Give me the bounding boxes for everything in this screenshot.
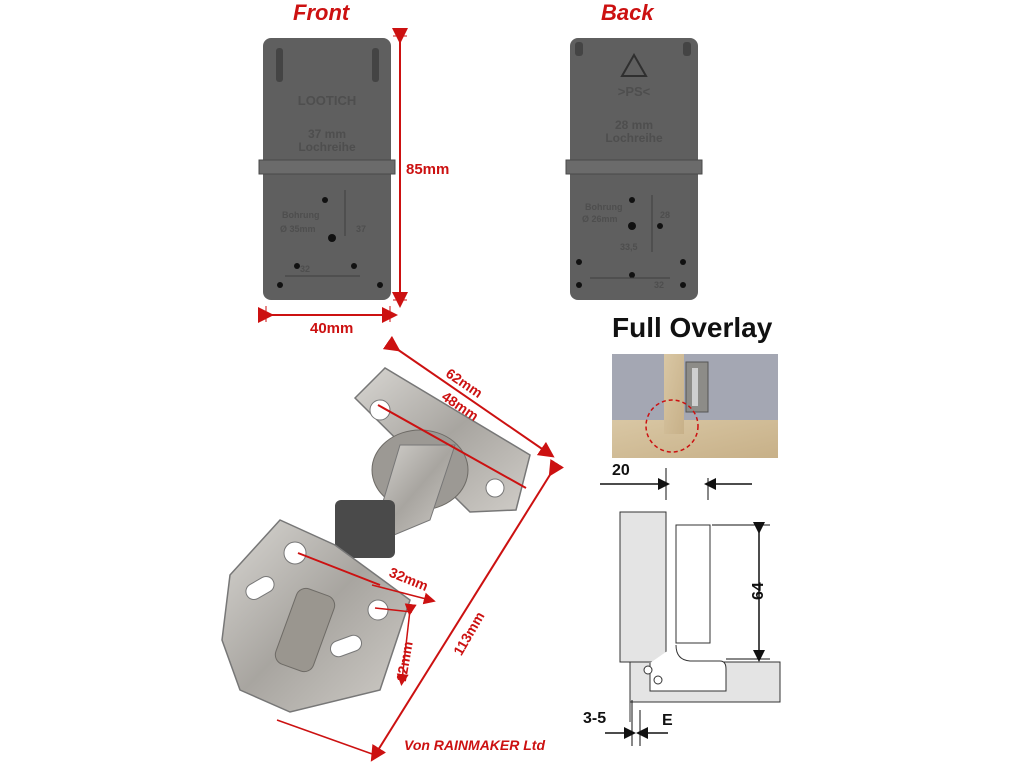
- front-template-text: LOOTICH 37 mm Lochreihe Bohrung Ø 35mm 3…: [280, 93, 366, 274]
- back-bore-line1: Bohrung: [585, 202, 623, 212]
- back-template-text: >PS< 28 mm Lochreihe Bohrung Ø 26mm 32 2…: [582, 84, 670, 290]
- back-template: [565, 38, 703, 300]
- back-spacing-line2: Lochreihe: [605, 131, 663, 145]
- hinge-illustration: [221, 367, 531, 713]
- front-template: [258, 38, 396, 300]
- front-bore-line2: Ø 35mm: [280, 224, 316, 234]
- front-spacing-37: 37: [356, 224, 366, 234]
- front-spacing-32: 32: [300, 264, 310, 274]
- overlay-diagram: [600, 468, 781, 746]
- back-spacing-32: 32: [654, 280, 664, 290]
- back-ps-mark: >PS<: [618, 84, 651, 99]
- front-brand: LOOTICH: [298, 93, 357, 108]
- front-spacing-line2: Lochreihe: [298, 140, 356, 154]
- credit-text: Von RAINMAKER Ltd: [404, 737, 546, 753]
- back-spacing-28: 28: [660, 210, 670, 220]
- overlay-photo: [612, 354, 778, 458]
- back-bore-line2: Ø 26mm: [582, 214, 618, 224]
- dimension-64: 64: [750, 582, 767, 600]
- front-spacing-line1: 37 mm: [308, 127, 346, 141]
- front-label: Front: [293, 0, 350, 25]
- front-bore-line1: Bohrung: [282, 210, 320, 220]
- back-spacing-335: 33,5: [620, 242, 638, 252]
- dimension-lines-front: [258, 28, 408, 323]
- dimension-e: E: [662, 712, 673, 729]
- dimension-3-5: 3-5: [583, 710, 607, 727]
- height-dimension: 85mm: [406, 161, 450, 178]
- back-spacing-line1: 28 mm: [615, 118, 653, 132]
- back-label: Back: [601, 0, 654, 25]
- width-dimension: 40mm: [310, 320, 354, 337]
- full-overlay-heading: Full Overlay: [612, 312, 773, 343]
- dimension-20: 20: [612, 462, 630, 479]
- dimension-lines-hinge: [276, 335, 565, 762]
